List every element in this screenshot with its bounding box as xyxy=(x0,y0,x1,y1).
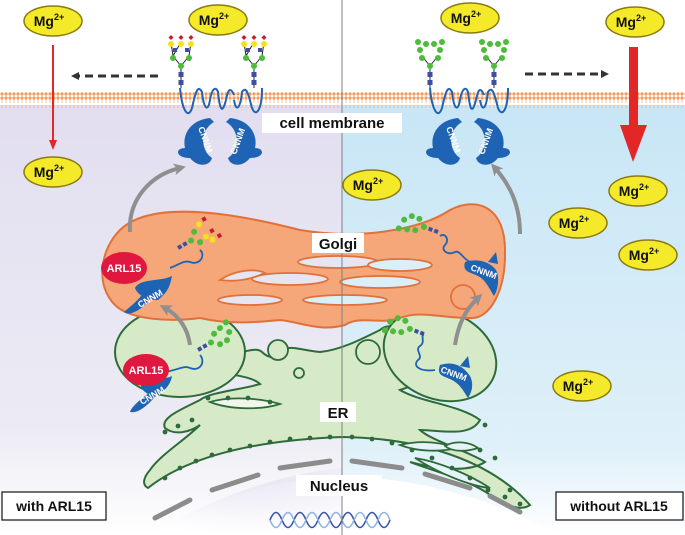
golgi-cnnm-arl15-complex: ARL15 CNNM xyxy=(101,216,223,314)
golgi-label-bg xyxy=(312,233,364,253)
er-to-golgi-arrow-right xyxy=(453,293,483,346)
with-arl15-panel-label: with ARL15 xyxy=(15,498,92,514)
er-label-bg xyxy=(320,402,356,422)
er-cnnm-arl15-complex: ARL15 CNNM xyxy=(123,319,233,413)
er-cnnm-right: CNNM xyxy=(381,315,473,398)
er-label: ER xyxy=(328,405,349,422)
trafficking-arrows xyxy=(127,163,522,346)
golgi-cnnm-right: CNNM xyxy=(395,213,499,296)
mg-ion: Mg2+ xyxy=(605,6,665,38)
mg-ion-shape xyxy=(605,6,665,38)
mg-ion: Mg2+ xyxy=(188,4,248,36)
arl15-label: ARL15 xyxy=(107,263,142,275)
mg-ion-shape xyxy=(342,169,402,201)
mg-ion: Mg2+ xyxy=(440,2,500,34)
with-arl15-panel-label-box xyxy=(1,491,107,521)
mg-ion: Mg2+ xyxy=(548,207,608,239)
mg-influx-arrow-left xyxy=(49,45,57,150)
mg-ion-shape xyxy=(188,4,248,36)
without-arl15-panel-label: without ARL15 xyxy=(569,498,668,514)
mg-ion: Mg2+ xyxy=(552,370,612,402)
without-arl15-panel-label-box xyxy=(555,491,684,521)
mg-ion-shape xyxy=(440,2,500,34)
er-to-golgi-arrow-left xyxy=(159,305,192,346)
mg-ion: Mg2+ xyxy=(618,239,678,271)
golgi-to-membrane-arrow-right xyxy=(491,163,522,235)
cnnm-membrane-left xyxy=(178,87,263,165)
nucleus-label-bg xyxy=(296,475,382,496)
dna-helix xyxy=(269,511,391,529)
nuclear-envelope xyxy=(152,458,523,521)
arl15-label: ARL15 xyxy=(129,365,164,377)
nucleus-label: Nucleus xyxy=(310,478,368,495)
cell-membrane-label-bg xyxy=(262,113,402,133)
mg-ion-shape xyxy=(23,5,83,37)
mg-ions: Mg2+Mg2+Mg2+Mg2+Mg2+Mg2+Mg2+Mg2+Mg2+Mg2+ xyxy=(23,2,678,402)
mg-ion: Mg2+ xyxy=(23,156,83,188)
cnnm-membrane-right xyxy=(426,87,510,165)
mg-ion: Mg2+ xyxy=(23,5,83,37)
mg-ion-shape xyxy=(548,207,608,239)
mg-ion-shape xyxy=(23,156,83,188)
golgi-to-membrane-arrow-left xyxy=(127,163,186,233)
mg-ion-shape xyxy=(552,370,612,402)
mg-ion: Mg2+ xyxy=(342,169,402,201)
golgi-label: Golgi xyxy=(319,236,357,253)
cell-membrane-label: cell membrane xyxy=(279,115,384,132)
mg-ion: Mg2+ xyxy=(608,175,668,207)
mg-ion-shape xyxy=(618,239,678,271)
mg-influx-arrow-right xyxy=(620,47,647,162)
mg-ion-shape xyxy=(608,175,668,207)
